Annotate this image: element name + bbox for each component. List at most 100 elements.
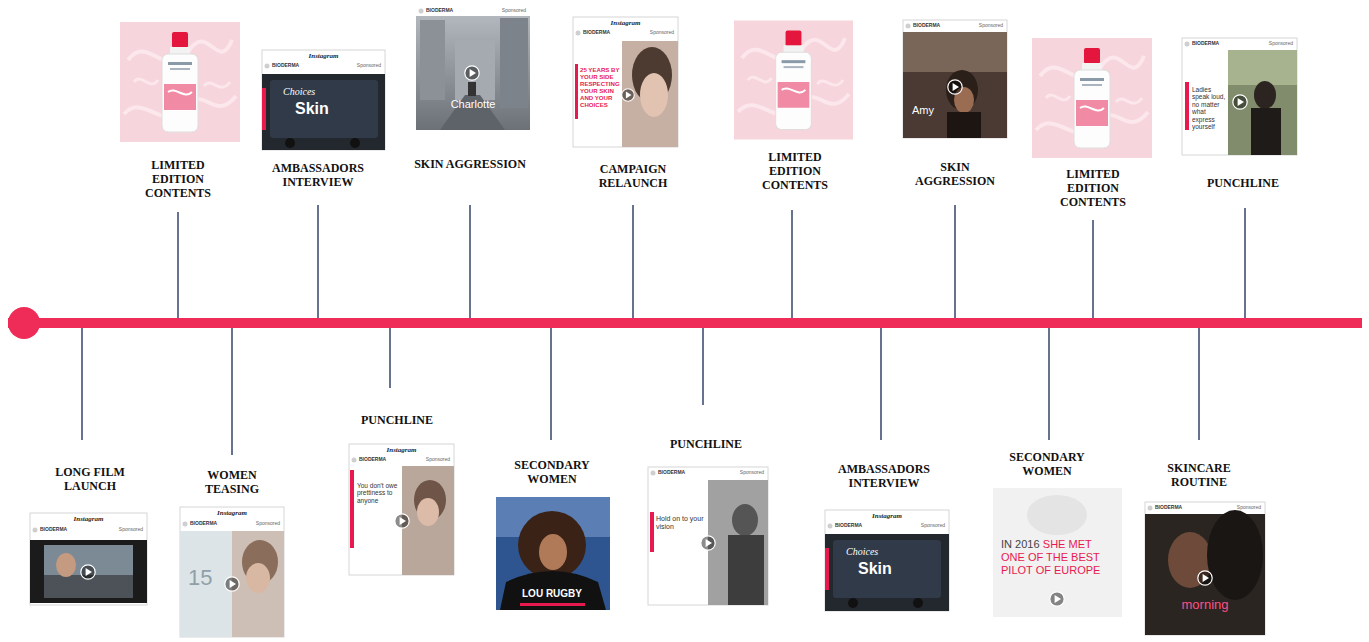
art-shape [825,534,949,611]
art-shape [232,531,284,637]
art-shape [833,540,941,598]
post-text: BIODERMA [658,470,688,476]
post-text: Ladies speak loud, no matter what expres… [1192,86,1226,131]
event-thumbnail: LIMITED EDITION CONTENTS [734,20,853,140]
art-shape [265,64,270,69]
art-shape [1198,571,1212,585]
art-shape [350,470,354,548]
art-shape [1198,328,1200,440]
post-paragraph: IN 2016SHE MET ONE OF THE BEST PILOT OF … [1001,538,1114,578]
art-shape [500,571,606,610]
art-shape [420,20,445,100]
art-shape [825,548,829,590]
art-shape [44,545,133,598]
art-shape [632,205,634,318]
event-caption: SECONDARY WOMEN [502,458,602,486]
art-shape [648,467,768,605]
post-visual [349,444,454,575]
event-thumbnail: SKIN AGGRESSIONBIODERMASponsoredCharlott… [416,5,530,130]
bottle-visual [1032,38,1152,158]
post-text: BIODERMA [913,23,943,29]
post-text: BIODERMA [272,63,302,69]
event-thumbnail: LIMITED EDITION CONTENTS [1032,38,1152,158]
event-thumbnail: SECONDARY WOMENLOU RUGBY [496,497,610,610]
art-shape [262,74,385,150]
event-caption: SKINCARE ROUTINE [1149,461,1249,489]
video-visual [1145,502,1265,635]
art-shape [81,565,95,579]
post-text: BIODERMA [835,523,865,529]
post-text: Sponsored [111,527,143,533]
bottle-visual [734,21,853,140]
post-text: You don't owe prettiness to anyone [357,482,399,504]
post-visual [30,513,147,605]
post-text: 25 YEARS BY YOUR SIDE RESPECTING YOUR SK… [580,66,620,108]
post-text: BIODERMA [583,30,613,36]
post-text: BIODERMA [40,527,70,533]
art-shape [231,328,233,455]
art-shape [177,212,179,318]
post-text: Instagram [825,512,949,520]
art-shape [550,328,552,440]
art-shape [948,80,962,94]
art-shape [455,40,495,100]
post-text: BIODERMA [359,457,389,463]
post-text: Sponsored [1229,505,1261,511]
event-thumbnail: SKINCARE ROUTINEBIODERMASponsoredmorning [1145,502,1265,635]
post-visual [573,17,678,147]
post-text: Sponsored [1261,41,1293,47]
event-thumbnail: PUNCHLINEInstagramBIODERMASponsoredYou d… [349,444,454,575]
event-caption: LONG FILM LAUNCH [45,465,135,493]
post-text: Skin [295,100,355,118]
art-shape [728,535,764,605]
art-shape [1228,50,1297,155]
post-text: Choices [283,86,343,98]
video-visual [416,5,530,130]
art-shape [33,528,38,533]
event-caption: PUNCHLINE [347,413,447,427]
art-shape [1254,81,1276,109]
post-text: Instagram [30,515,147,523]
event-thumbnail: AMBASSADORS INTERVIEWInstagramBIODERMASp… [262,50,385,150]
post-text: BIODERMA [1155,505,1185,511]
art-shape [651,471,656,476]
art-shape [270,80,378,138]
art-shape [1182,38,1297,155]
event-thumbnail: WOMEN TEASINGInstagramBIODERMASponsored1… [180,507,284,637]
event-caption: LIMITED EDITION CONTENTS [1053,167,1133,209]
art-shape [702,328,704,405]
art-shape [903,20,1007,138]
art-shape [1251,108,1281,155]
event-caption: LIMITED EDITION CONTENTS [138,158,218,200]
post-text: Sponsored [642,30,674,36]
art-shape [465,66,479,80]
art-shape [573,17,678,147]
art-shape [496,497,610,610]
post-text: Instagram [349,446,454,454]
art-shape [56,553,76,577]
post-text: Sponsored [418,457,450,463]
art-shape [30,513,147,605]
art-shape [350,138,360,148]
art-shape [419,9,424,14]
art-shape [395,514,409,528]
art-shape [225,577,239,591]
event-caption: PUNCHLINE [656,437,756,451]
art-shape [81,328,83,440]
post-text: Skin [858,560,918,578]
post-text: Sponsored [971,23,1003,29]
post-text: Sponsored [913,523,945,529]
art-shape [500,18,528,108]
post-text: morning [1160,598,1250,613]
event-thumbnail: SECONDARY WOMENIN 2016SHE MET ONE OF THE… [993,488,1122,617]
art-shape [1185,82,1189,130]
art-shape [1145,502,1265,635]
post-text: Instagram [573,19,678,27]
bottle-visual [120,22,240,142]
event-thumbnail: PUNCHLINEBIODERMASponsoredLadies speak l… [1182,38,1297,155]
art-shape [262,50,385,150]
art-shape [954,205,956,318]
art-shape [903,32,1007,138]
